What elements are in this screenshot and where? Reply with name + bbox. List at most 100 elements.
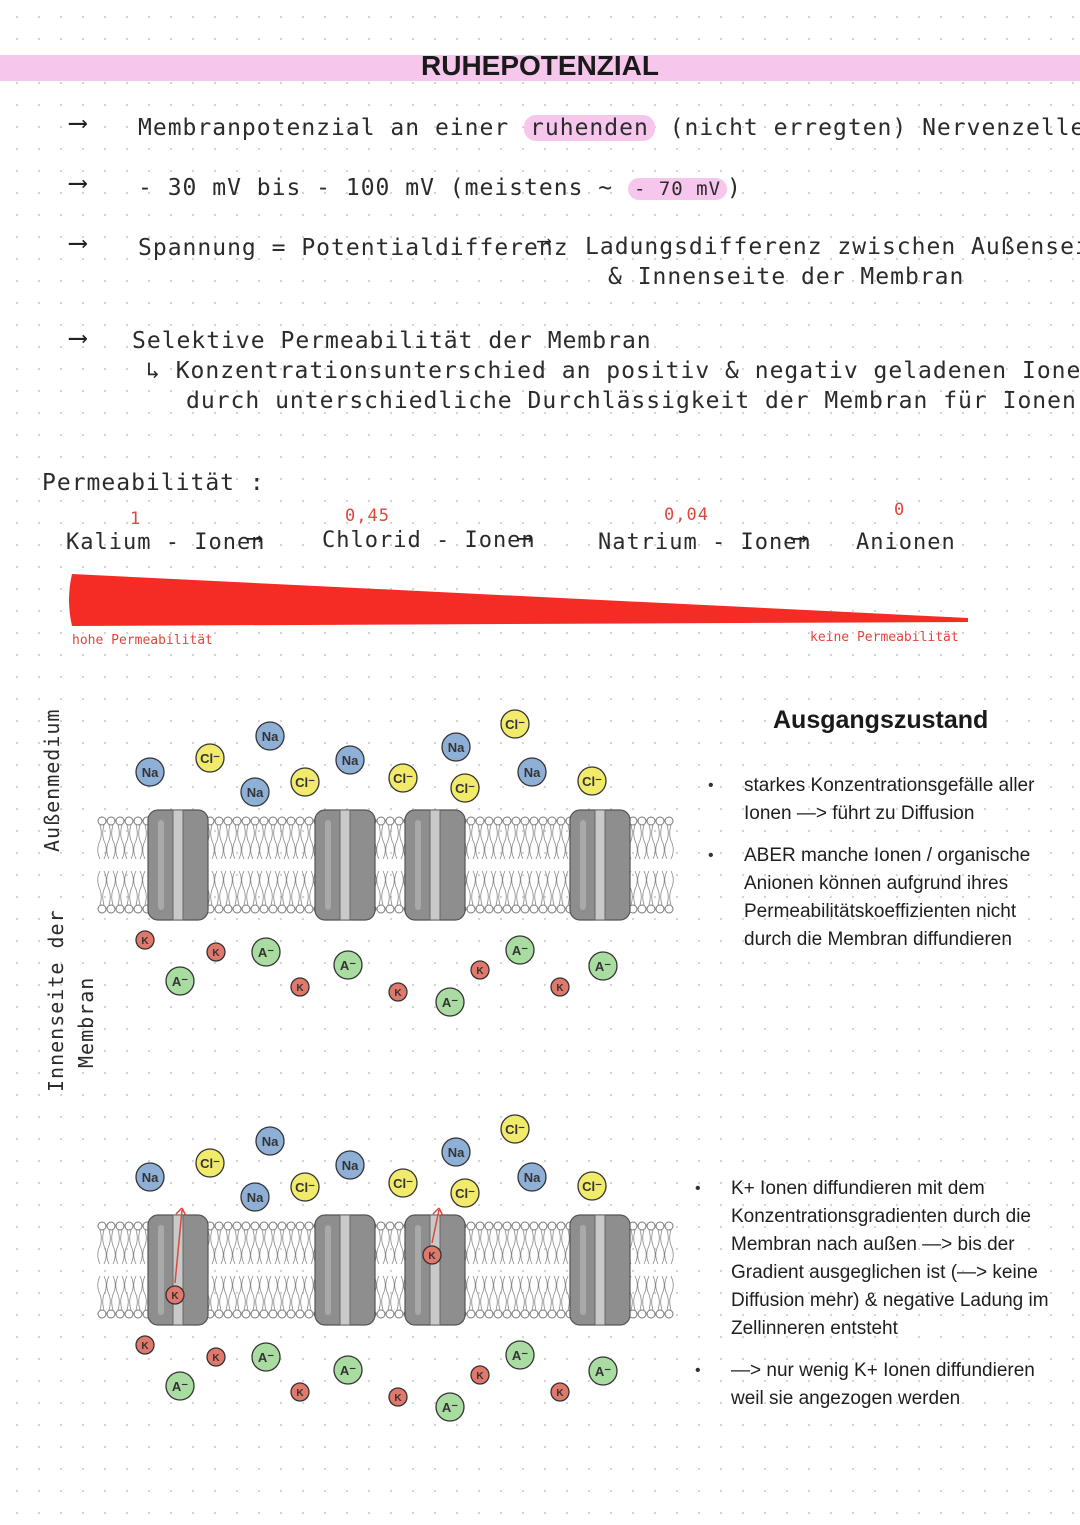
diffusion-arrow — [431, 1209, 440, 1244]
ion-channel — [314, 809, 376, 921]
a-ion: A⁻ — [435, 987, 465, 1017]
ion-channel — [569, 809, 631, 921]
svg-text:A⁻: A⁻ — [512, 1348, 528, 1363]
permeability-wedge-bar — [69, 574, 968, 626]
ion-channel — [569, 1214, 631, 1326]
svg-text:K: K — [556, 983, 564, 994]
note-bullet: —> nur wenig K+ Ionen diffundieren weil … — [695, 1357, 1063, 1413]
k-ion: K — [135, 1335, 155, 1355]
k-ion: K — [470, 960, 490, 980]
a-ion: A⁻ — [588, 951, 618, 981]
highlight-ruhenden: ruhenden — [524, 115, 655, 141]
line-1-text: Membranpotenzial an einer — [138, 115, 510, 141]
svg-text:A⁻: A⁻ — [512, 943, 528, 958]
cl-ion: Cl⁻ — [388, 1168, 418, 1198]
arrow-icon: ⟶ — [248, 526, 262, 551]
line-2-text: - 30 mV bis - 100 mV (meistens ~ — [138, 175, 614, 201]
svg-text:Cl⁻: Cl⁻ — [393, 1176, 413, 1191]
svg-text:Na: Na — [142, 1170, 159, 1185]
svg-text:K: K — [556, 1388, 564, 1399]
a-ion: A⁻ — [588, 1356, 618, 1386]
initial-state-heading: Ausgangszustand — [773, 706, 989, 734]
perm-label-kalium: Kalium - Ionen — [66, 530, 266, 555]
cl-ion: Cl⁻ — [500, 1114, 530, 1144]
svg-text:K: K — [212, 1353, 220, 1364]
svg-text:Cl⁻: Cl⁻ — [505, 1122, 525, 1137]
arrow-icon: ⟶ — [70, 168, 86, 198]
arrow-head-icon — [432, 1207, 444, 1217]
perm-label-natrium: Natrium - Ionen — [598, 530, 812, 555]
inside-label-1: Innenseite der — [44, 909, 68, 1092]
svg-text:Cl⁻: Cl⁻ — [505, 717, 525, 732]
na-ion: Na — [517, 757, 547, 787]
svg-text:A⁻: A⁻ — [172, 1379, 188, 1394]
line-6-text: durch unterschiedliche Durchlässigkeit d… — [186, 388, 1077, 414]
perm-label-chlorid: Chlorid - Ionen — [322, 528, 536, 553]
na-ion: Na — [255, 1126, 285, 1156]
ion-channel — [147, 1214, 209, 1326]
svg-text:Na: Na — [247, 1190, 264, 1205]
svg-text:K: K — [476, 1371, 484, 1382]
svg-text:K: K — [171, 1291, 179, 1302]
arrow-icon: ⟶ — [538, 228, 551, 252]
k-ion: K — [550, 977, 570, 997]
k-ion: K — [388, 1387, 408, 1407]
svg-text:K: K — [141, 936, 149, 947]
a-ion: A⁻ — [251, 937, 281, 967]
line-5-text: ↳ Konzentrationsunterschied an positiv &… — [146, 358, 1080, 384]
line-3-right-1: Ladungsdifferenz zwischen Außenseite — [585, 234, 1080, 260]
perm-value-chlorid: 0,45 — [345, 506, 390, 526]
svg-text:Cl⁻: Cl⁻ — [295, 775, 315, 790]
svg-text:Na: Na — [247, 785, 264, 800]
svg-text:Na: Na — [142, 765, 159, 780]
cl-ion: Cl⁻ — [290, 767, 320, 797]
svg-text:Na: Na — [342, 1158, 359, 1173]
na-ion: Na — [240, 1182, 270, 1212]
arrow-icon: ⟶ — [70, 323, 86, 353]
ion-channel — [147, 809, 209, 921]
title-band — [0, 55, 1080, 81]
k-ion: K — [388, 982, 408, 1002]
k-ion: K — [290, 977, 310, 997]
na-ion: Na — [517, 1162, 547, 1192]
cl-ion: Cl⁻ — [290, 1172, 320, 1202]
cl-ion: Cl⁻ — [450, 1178, 480, 1208]
svg-text:A⁻: A⁻ — [340, 1363, 356, 1378]
svg-text:Cl⁻: Cl⁻ — [295, 1180, 315, 1195]
no-permeability-label: keine Permeabilität — [810, 630, 959, 645]
cl-ion: Cl⁻ — [450, 773, 480, 803]
svg-text:K: K — [428, 1251, 436, 1262]
line-2-paren: ) — [727, 175, 742, 201]
svg-text:A⁻: A⁻ — [340, 958, 356, 973]
arrow-icon: ⟶ — [792, 526, 806, 551]
permeability-heading: Permeabilität : — [42, 470, 265, 496]
a-ion: A⁻ — [165, 1371, 195, 1401]
cl-ion: Cl⁻ — [195, 1148, 225, 1178]
note-bullet: ABER manche Ionen / organische Anionen k… — [708, 842, 1064, 954]
perm-label-anionen: Anionen — [856, 530, 956, 555]
arrow-icon: ⟶ — [70, 228, 86, 258]
svg-text:K: K — [296, 1388, 304, 1399]
svg-text:A⁻: A⁻ — [258, 1350, 274, 1365]
ion-channel — [314, 1214, 376, 1326]
svg-text:Cl⁻: Cl⁻ — [582, 774, 602, 789]
arrow-icon: ⟶ — [70, 108, 86, 138]
na-ion: Na — [441, 732, 471, 762]
cl-ion: Cl⁻ — [500, 709, 530, 739]
na-ion: Na — [441, 1137, 471, 1167]
svg-text:A⁻: A⁻ — [172, 974, 188, 989]
na-ion: Na — [335, 745, 365, 775]
k-ion: K — [470, 1365, 490, 1385]
svg-text:Cl⁻: Cl⁻ — [455, 1186, 475, 1201]
svg-text:Cl⁻: Cl⁻ — [200, 751, 220, 766]
note-bullet: K+ Ionen diffundieren mit dem Konzentrat… — [695, 1175, 1063, 1343]
a-ion: A⁻ — [165, 966, 195, 996]
high-permeability-label: hohe Permeabilität — [72, 633, 213, 648]
k-ion: K — [165, 1285, 185, 1305]
na-ion: Na — [135, 757, 165, 787]
arrow-head-icon — [175, 1207, 187, 1217]
line-3-text: Spannung = Potentialdifferenz — [138, 235, 569, 261]
line-1-text-end: (nicht erregten) Nervenzelle — [669, 115, 1080, 141]
diffusion-arrow — [174, 1209, 183, 1284]
